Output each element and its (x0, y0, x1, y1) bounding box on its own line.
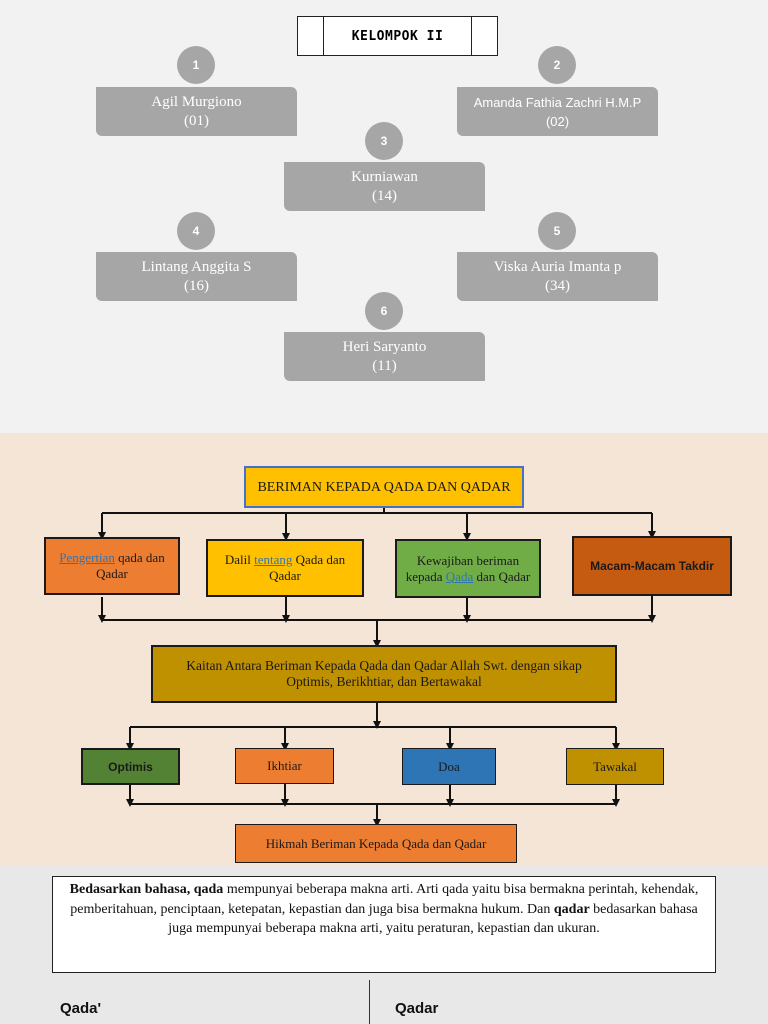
member-id: (11) (372, 357, 397, 374)
optimis-node: Optimis (81, 748, 180, 785)
doa-node: Doa (402, 748, 496, 785)
kewajiban-text-a: Kewajiban beriman kepada (405, 552, 520, 584)
member-number-2: 2 (538, 46, 576, 84)
concept-map-section: BERIMAN KEPADA QADA DAN QADAR Pengertian… (0, 433, 768, 865)
title-divider (471, 17, 472, 55)
dalil-text-b: Qada dan Qadar (269, 552, 346, 583)
title-divider (323, 17, 324, 55)
definition-box: Bedasarkan bahasa, qada mempunyai bebera… (52, 876, 716, 973)
column-divider (369, 980, 370, 1024)
kewajiban-node: Kewajiban beriman kepada Qada dan Qadar (395, 539, 541, 598)
dalil-node: Dalil tentang Qada dan Qadar (206, 539, 364, 597)
definition-bold-qada: Bedasarkan bahasa, qada (69, 882, 224, 897)
kewajiban-link[interactable]: Qada (445, 568, 474, 584)
member-card-2: Amanda Fathia Zachri H.M.P (02) (457, 87, 658, 136)
group-title: KELOMPOK II (351, 28, 444, 44)
member-id: (01) (184, 112, 209, 129)
dalil-link[interactable]: tentang (254, 552, 293, 567)
pengertian-link[interactable]: Pengertian (59, 550, 115, 565)
hikmah-node: Hikmah Beriman Kepada Qada dan Qadar (235, 824, 517, 863)
connector-lines (98, 508, 656, 827)
member-name: Amanda Fathia Zachri H.M.P (473, 94, 642, 110)
member-number-1: 1 (177, 46, 215, 84)
ikhtiar-node: Ikhtiar (235, 748, 334, 784)
kewajiban-text-b: dan Qadar (473, 568, 531, 584)
root-node: BERIMAN KEPADA QADA DAN QADAR (244, 466, 524, 508)
group-title-box: KELOMPOK II (297, 16, 498, 56)
definition-bold-qadar: qadar (553, 901, 590, 917)
member-card-1: Agil Murgiono (01) (96, 87, 297, 136)
member-id: (16) (184, 277, 209, 294)
member-section: KELOMPOK II 1 Agil Murgiono (01) 2 Amand… (0, 0, 768, 433)
member-number-4: 4 (177, 212, 215, 250)
member-name: Agil Murgiono (151, 93, 242, 110)
member-number-6: 6 (365, 292, 403, 330)
member-id: (14) (372, 187, 397, 204)
pengertian-text: qada dan Qadar (96, 550, 165, 581)
member-name: Kurniawan (351, 168, 418, 185)
pengertian-node: Pengertian qada dan Qadar (44, 537, 180, 595)
member-id: (34) (545, 277, 570, 294)
column-heading-qada: Qada' (60, 1000, 102, 1017)
tawakal-node: Tawakal (566, 748, 664, 785)
member-name: Viska Auria Imanta p (493, 258, 622, 275)
member-name: Heri Saryanto (342, 338, 427, 355)
member-card-6: Heri Saryanto (11) (284, 332, 485, 381)
kaitan-node: Kaitan Antara Beriman Kepada Qada dan Qa… (151, 645, 617, 703)
column-heading-qadar: Qadar (395, 1000, 439, 1017)
definition-text-2: bedasarkan bahasa juga mempunyai beberap… (168, 901, 698, 937)
member-number-5: 5 (538, 212, 576, 250)
definition-text-1: mempunyai beberapa makna arti. Arti qada… (70, 882, 699, 917)
dalil-text-a: Dalil (224, 552, 255, 567)
member-id: (02) (545, 113, 570, 129)
macam-takdir-node: Macam-Macam Takdir (572, 536, 732, 596)
member-card-3: Kurniawan (14) (284, 162, 485, 211)
member-card-4: Lintang Anggita S (16) (96, 252, 297, 301)
member-name: Lintang Anggita S (141, 258, 252, 275)
member-card-5: Viska Auria Imanta p (34) (457, 252, 658, 301)
member-number-3: 3 (365, 122, 403, 160)
